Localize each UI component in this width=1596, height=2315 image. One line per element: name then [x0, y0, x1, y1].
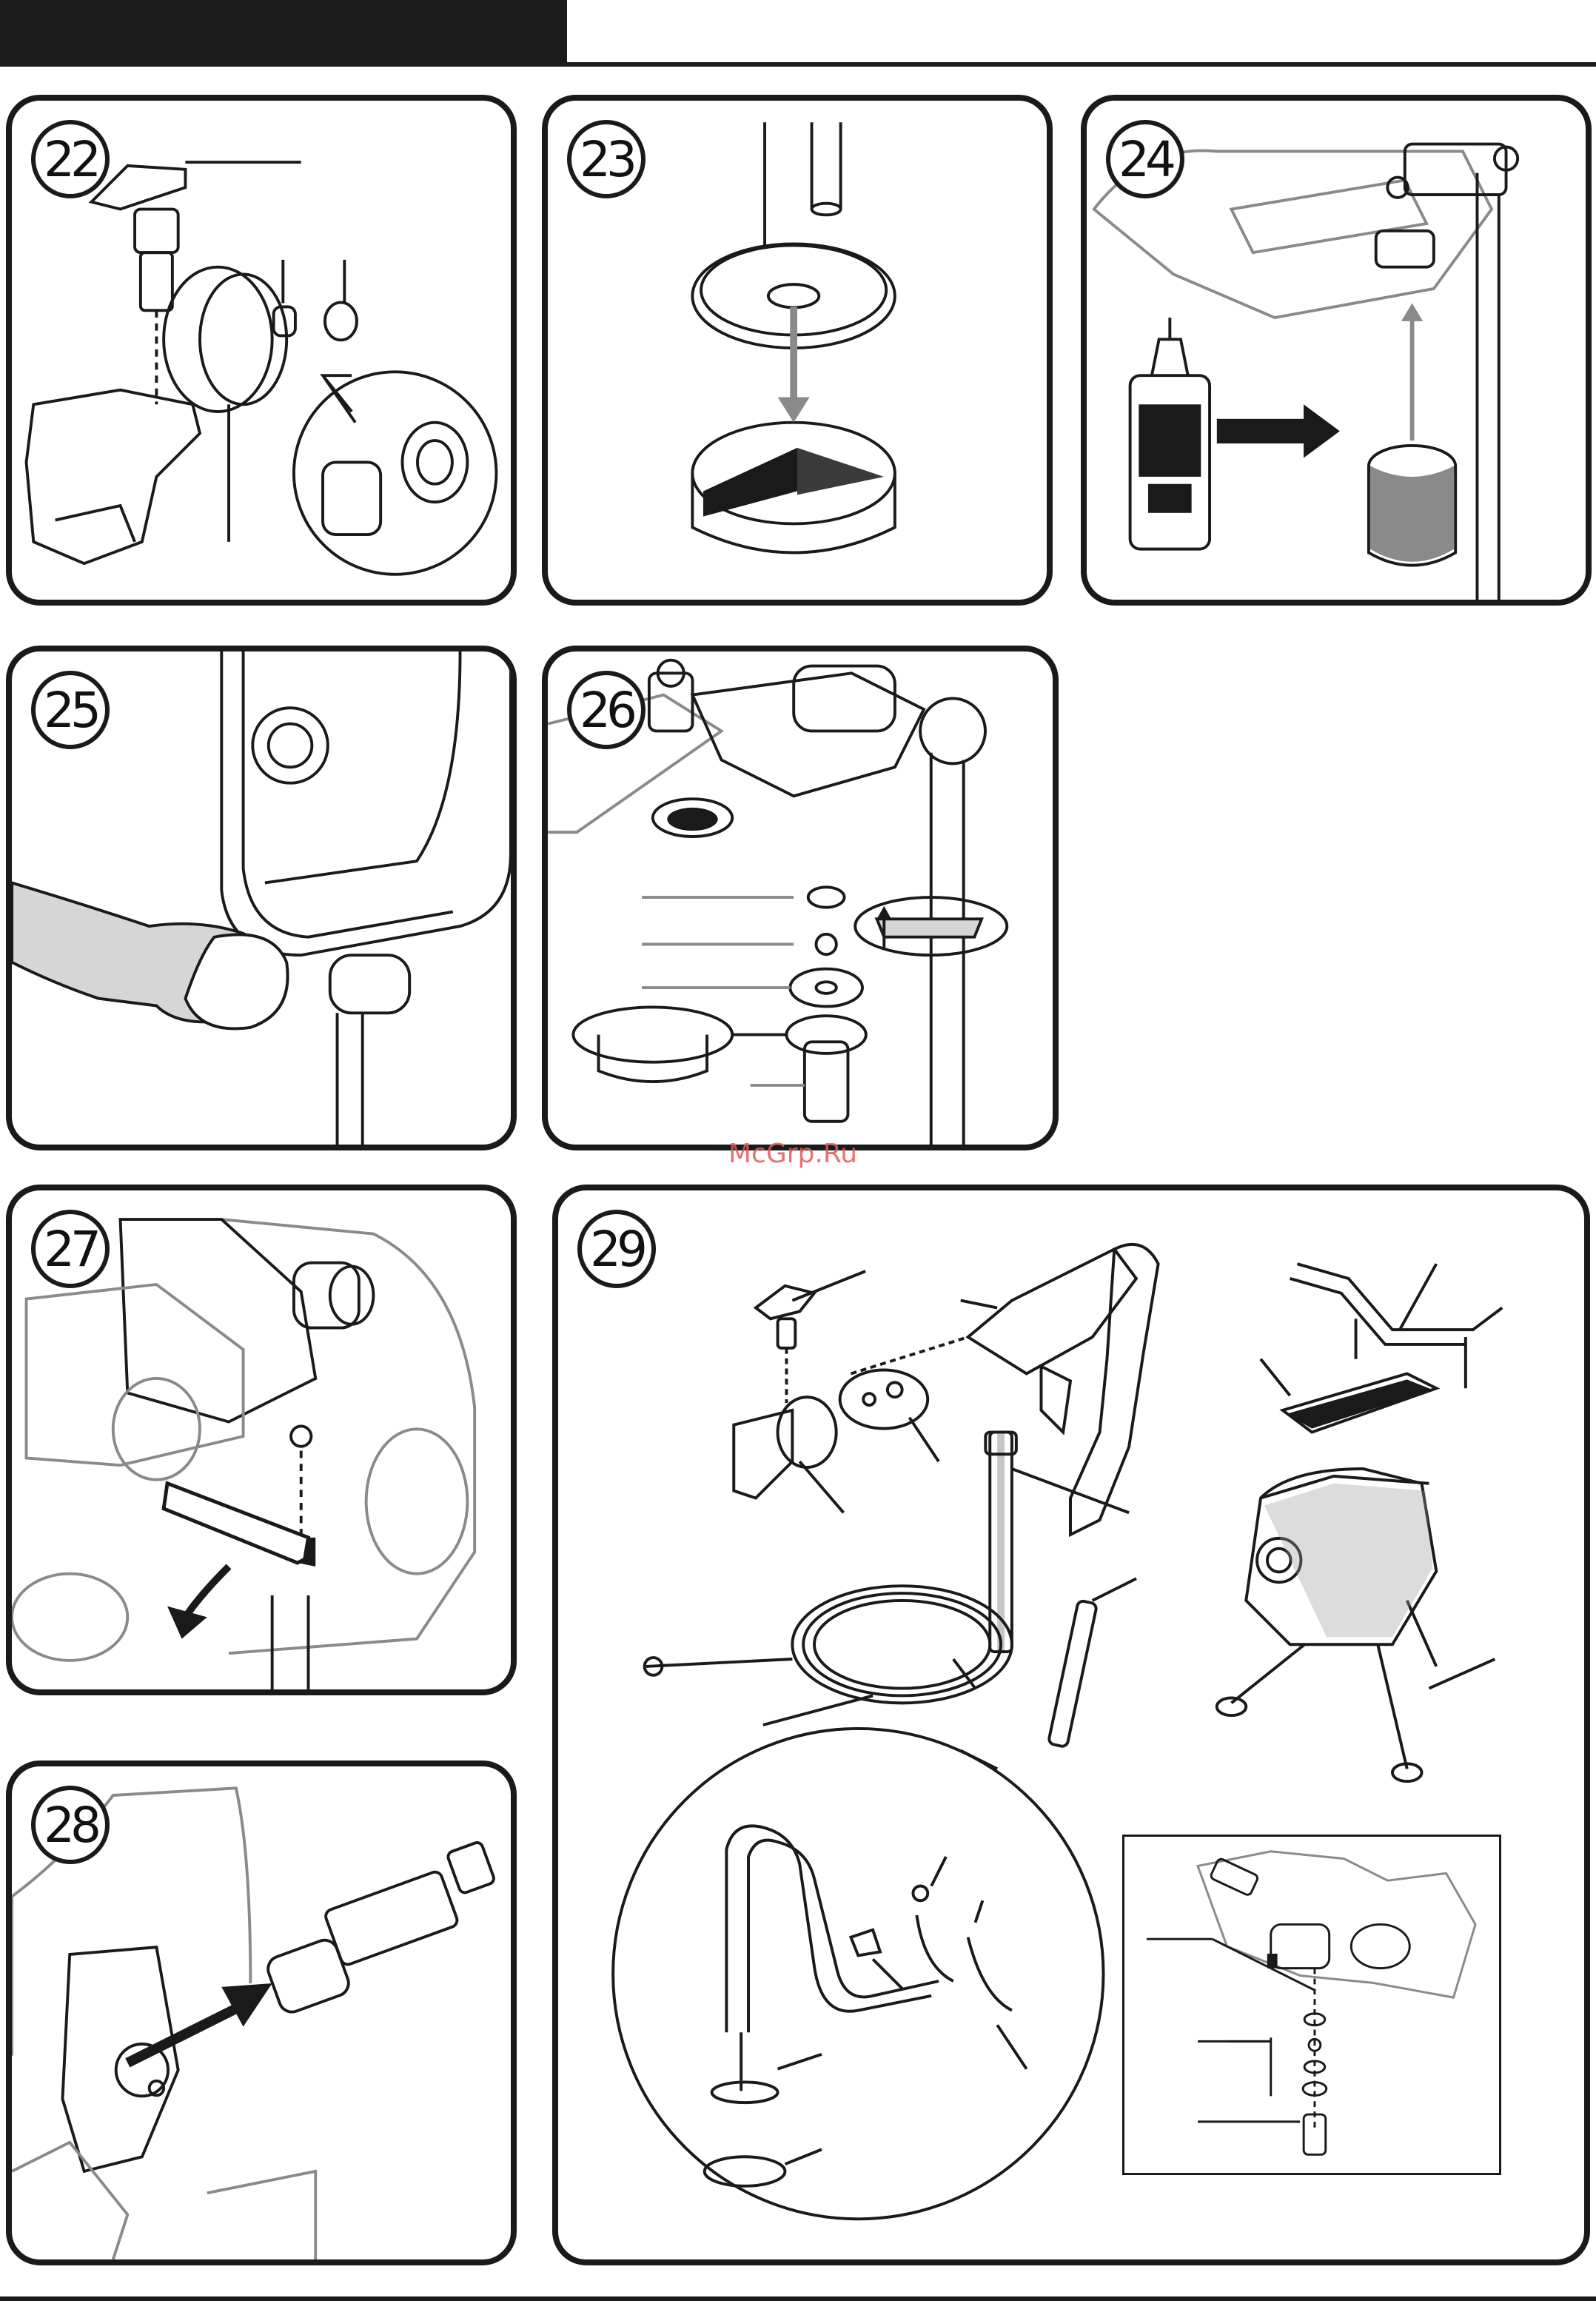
inlet-valve-inset: [1122, 1835, 1501, 2175]
step-28-panel: 28: [6, 1760, 517, 2265]
step-23-number: 23: [567, 120, 646, 198]
step-27-number: 27: [31, 1210, 110, 1288]
step-27-panel: 27: [6, 1185, 517, 1695]
step-23-panel: 23: [542, 95, 1053, 606]
watermark: McGrp.Ru: [728, 1139, 857, 1169]
step-22-panel: 22: [6, 95, 517, 606]
step-22-number: 22: [31, 120, 110, 198]
step-24-number: 24: [1106, 120, 1184, 198]
step-24-panel: 24: [1081, 95, 1592, 606]
footer-rule: [0, 2296, 1596, 2301]
step-26-panel: 26: [542, 646, 1059, 1150]
step-26-number: 26: [567, 671, 646, 749]
header-rule: [0, 62, 1596, 67]
step-29-number: 29: [577, 1210, 656, 1288]
step-28-number: 28: [31, 1786, 110, 1864]
inlet-valve-exploded-icon: [1124, 1837, 1499, 2173]
step-25-number: 25: [31, 671, 110, 749]
header-bar: [0, 0, 567, 62]
step-25-panel: 25: [6, 646, 517, 1150]
